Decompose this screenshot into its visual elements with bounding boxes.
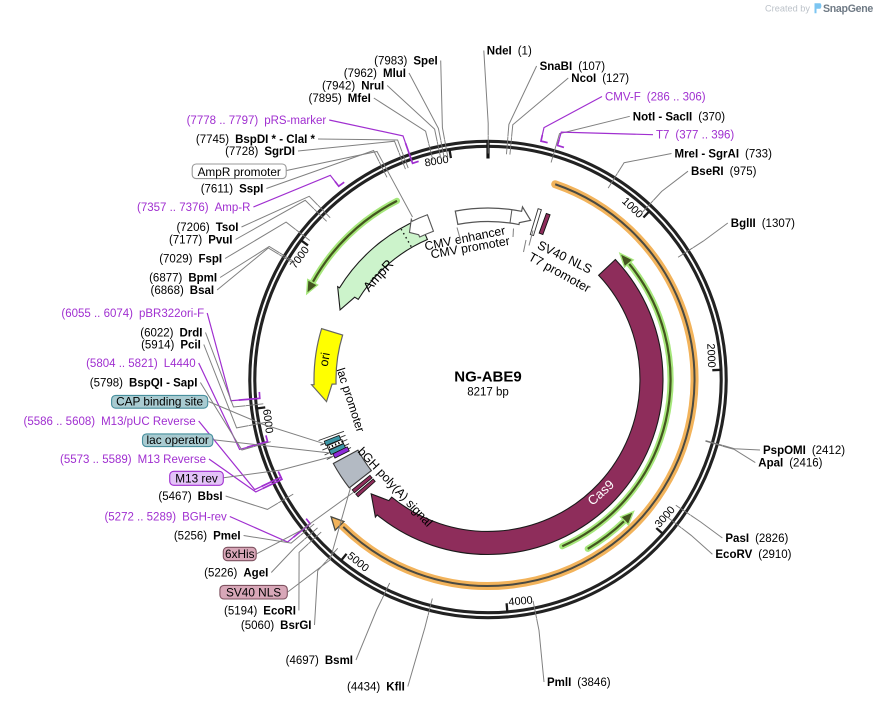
svg-text:M13 rev: M13 rev — [175, 472, 218, 486]
svg-text:(7983)SpeI: (7983)SpeI — [374, 56, 438, 68]
svg-text:NotI - SacII(370): NotI - SacII(370) — [633, 111, 725, 123]
svg-text:(7962)MluI: (7962)MluI — [344, 68, 406, 80]
svg-text:(6868)BsaI: (6868)BsaI — [151, 285, 215, 297]
svg-text:ApaI(2416): ApaI(2416) — [758, 458, 822, 470]
svg-text:(7778 .. 7797)pRS-marker: (7778 .. 7797)pRS-marker — [187, 115, 327, 127]
svg-text:(6877)BpmI: (6877)BpmI — [149, 273, 217, 285]
svg-text:(5914)PciI: (5914)PciI — [141, 340, 201, 352]
svg-text:NcoI(127): NcoI(127) — [571, 73, 629, 85]
svg-text:8217 bp: 8217 bp — [467, 387, 509, 399]
svg-text:NdeI(1): NdeI(1) — [487, 46, 532, 58]
svg-text:(5586 .. 5608)M13/pUC Reverse: (5586 .. 5608)M13/pUC Reverse — [23, 416, 195, 428]
svg-text:CMV-F(286 .. 306): CMV-F(286 .. 306) — [605, 92, 706, 104]
svg-text:(5060)BsrGI: (5060)BsrGI — [241, 620, 312, 632]
svg-text:(5804 .. 5821)L4440: (5804 .. 5821)L4440 — [86, 358, 196, 370]
svg-text:(5226)AgeI: (5226)AgeI — [204, 568, 268, 580]
svg-text:lac operator: lac operator — [147, 433, 209, 447]
svg-text:(7357 .. 7376)Amp-R: (7357 .. 7376)Amp-R — [137, 202, 250, 214]
svg-text:BglII(1307): BglII(1307) — [731, 218, 795, 230]
svg-text:T7(377 .. 396): T7(377 .. 396) — [656, 130, 734, 142]
svg-text:(7611)SspI: (7611)SspI — [201, 184, 264, 196]
svg-text:PmlI(3846): PmlI(3846) — [547, 677, 611, 689]
svg-text:(5256)PmeI: (5256)PmeI — [174, 531, 241, 543]
svg-text:(5467)BbsI: (5467)BbsI — [158, 491, 222, 503]
svg-text:(7895)MfeI: (7895)MfeI — [309, 93, 371, 105]
svg-text:(5272 .. 5289)BGH-rev: (5272 .. 5289)BGH-rev — [104, 512, 227, 524]
svg-text:(7206)TsoI: (7206)TsoI — [176, 222, 238, 234]
svg-text:(7942)NruI: (7942)NruI — [322, 81, 384, 93]
svg-text:EcoRV(2910): EcoRV(2910) — [715, 549, 791, 561]
svg-text:(5798)BspQI - SapI: (5798)BspQI - SapI — [90, 378, 198, 390]
svg-text:SnapGene: SnapGene — [823, 3, 873, 15]
svg-text:PasI(2826): PasI(2826) — [725, 533, 788, 545]
svg-text:(7177)PvuI: (7177)PvuI — [169, 235, 233, 247]
svg-text:(7728)SgrDI: (7728)SgrDI — [225, 146, 295, 158]
svg-text:(7745)BspDI * - ClaI *: (7745)BspDI * - ClaI * — [196, 134, 316, 146]
svg-text:AmpR promoter: AmpR promoter — [198, 165, 281, 179]
svg-text:SnaBI(107): SnaBI(107) — [540, 61, 606, 73]
svg-text:(4434)KflI: (4434)KflI — [347, 682, 405, 694]
svg-text:MreI - SgrAI(733): MreI - SgrAI(733) — [675, 149, 773, 161]
svg-text:(5194)EcoRI: (5194)EcoRI — [224, 606, 296, 618]
svg-text:(5573 .. 5589)M13 Reverse: (5573 .. 5589)M13 Reverse — [60, 454, 206, 466]
svg-text:Created by: Created by — [765, 3, 810, 13]
svg-text:ori: ori — [317, 351, 333, 367]
svg-text:NG-ABE9: NG-ABE9 — [454, 369, 522, 386]
svg-text:(6055 .. 6074)pBR322ori-F: (6055 .. 6074)pBR322ori-F — [61, 308, 204, 320]
svg-text:(4697)BsmI: (4697)BsmI — [286, 655, 353, 667]
svg-text:BseRI(975): BseRI(975) — [691, 166, 757, 178]
svg-text:PspOMI(2412): PspOMI(2412) — [763, 445, 845, 457]
svg-text:SV40 NLS: SV40 NLS — [226, 585, 281, 599]
svg-text:2000: 2000 — [704, 343, 717, 368]
svg-text:6000: 6000 — [260, 409, 275, 435]
svg-text:CAP binding site: CAP binding site — [116, 395, 203, 409]
svg-text:(7029)FspI: (7029)FspI — [159, 254, 222, 266]
svg-text:8000: 8000 — [424, 154, 450, 170]
svg-text:4000: 4000 — [508, 595, 533, 609]
svg-text:6xHis: 6xHis — [225, 547, 255, 561]
svg-text:(6022)DrdI: (6022)DrdI — [140, 328, 202, 340]
